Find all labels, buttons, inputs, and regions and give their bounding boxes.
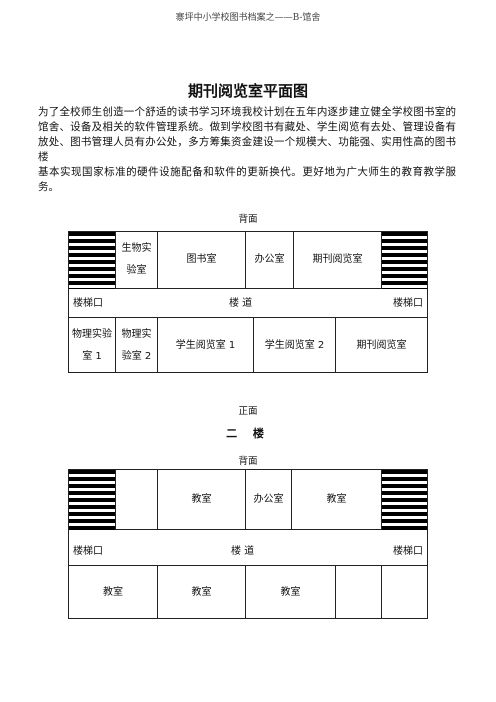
room-office: 办公室 bbox=[245, 232, 293, 289]
corridor-stair-right: 楼梯口 bbox=[393, 298, 423, 309]
stairs-icon bbox=[69, 470, 115, 530]
corridor-label: 楼 道 bbox=[231, 546, 255, 557]
front-label: 正面 bbox=[238, 406, 258, 417]
room-office: 办公室 bbox=[245, 470, 291, 530]
back-label: 背面 bbox=[238, 456, 258, 467]
room-biology-lab: 生物实验室 bbox=[115, 232, 157, 289]
room-classroom: 教室 bbox=[69, 565, 157, 619]
page-title: 期刊阅览室平面图 bbox=[187, 82, 308, 100]
stairs-icon bbox=[382, 232, 427, 289]
room-periodical-reading-2: 期刊阅览室 bbox=[335, 317, 427, 373]
intro-text: 为了全校师生创造一个舒适的读书学习环境我校计划在五年内逐步建立健全学校图书室的馆… bbox=[38, 105, 456, 195]
room-library: 图书室 bbox=[157, 232, 245, 289]
corridor-stair-left: 楼梯口 bbox=[73, 546, 103, 557]
room-physics-lab-2: 物理实验室 2 bbox=[115, 317, 157, 373]
room-student-reading-1: 学生阅览室 1 bbox=[157, 317, 253, 373]
room-student-reading-2: 学生阅览室 2 bbox=[253, 317, 335, 373]
corridor-stair-left: 楼梯口 bbox=[73, 298, 103, 309]
intro-paragraph: 基本实现国家标准的硬件设施配备和软件的更新换代。更好地为广大师生的教育教学服务。 bbox=[38, 166, 456, 193]
room-physics-lab-1: 物理实验室 1 bbox=[69, 317, 115, 373]
room-classroom: 教室 bbox=[245, 565, 335, 619]
room-classroom: 教室 bbox=[157, 565, 245, 619]
floor-2-title: 二 楼 bbox=[226, 427, 270, 440]
room-classroom: 教室 bbox=[157, 470, 245, 530]
floor-plan-2: 教室 办公室 教室 楼梯口 楼 道 楼梯口 教室 教室 教室 bbox=[68, 469, 428, 619]
floor-plan-1: 生物实验室 图书室 办公室 期刊阅览室 楼梯口 楼 道 楼梯口 物理实验室 1 … bbox=[68, 231, 428, 373]
room-classroom: 教室 bbox=[291, 470, 381, 530]
room-periodical-reading: 期刊阅览室 bbox=[293, 232, 381, 289]
room-empty bbox=[381, 565, 427, 619]
back-label: 背面 bbox=[238, 214, 258, 225]
stairs-icon bbox=[382, 470, 427, 530]
room-empty bbox=[335, 565, 381, 619]
intro-paragraph: 为了全校师生创造一个舒适的读书学习环境我校计划在五年内逐步建立健全学校图书室的馆… bbox=[38, 106, 456, 163]
stairs-icon bbox=[69, 232, 115, 289]
corridor-stair-right: 楼梯口 bbox=[393, 546, 423, 557]
room-empty bbox=[115, 470, 157, 530]
page-header: 寨坪中小学校图书档案之——B-馆舍 bbox=[175, 13, 321, 23]
corridor-label: 楼 道 bbox=[229, 298, 253, 309]
